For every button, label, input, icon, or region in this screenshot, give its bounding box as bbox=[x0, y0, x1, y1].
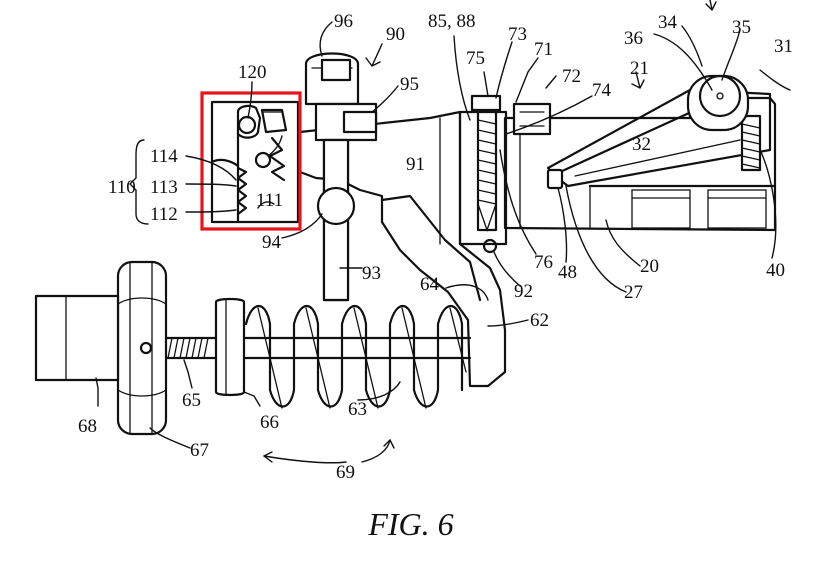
label-20: 20 bbox=[640, 256, 659, 277]
label-85-88: 85, 88 bbox=[428, 11, 476, 32]
label-27: 27 bbox=[624, 282, 643, 303]
label-111: 111 bbox=[256, 190, 283, 211]
label-65: 65 bbox=[182, 390, 201, 411]
label-31: 31 bbox=[774, 36, 793, 57]
figure-caption: FIG. 6 bbox=[367, 506, 453, 542]
label-40: 40 bbox=[766, 260, 785, 281]
center-block bbox=[458, 94, 552, 254]
label-69: 69 bbox=[336, 462, 355, 483]
label-35: 35 bbox=[732, 17, 751, 38]
label-63: 63 bbox=[348, 399, 367, 420]
washer-66 bbox=[214, 297, 246, 397]
spring-63 bbox=[244, 304, 467, 409]
label-62: 62 bbox=[530, 310, 549, 331]
label-32: 32 bbox=[632, 134, 651, 155]
label-67: 67 bbox=[190, 440, 209, 461]
label-36: 36 bbox=[624, 28, 643, 49]
spring-post bbox=[740, 114, 762, 172]
label-21: 21 bbox=[630, 58, 649, 79]
label-112: 112 bbox=[150, 204, 178, 225]
label-92: 92 bbox=[514, 281, 533, 302]
reference-labels: 96 90 95 85, 88 75 73 71 72 74 21 36 34 … bbox=[78, 11, 793, 483]
label-72: 72 bbox=[562, 66, 581, 87]
label-34: 34 bbox=[658, 12, 678, 33]
label-74: 74 bbox=[592, 80, 612, 101]
label-113: 113 bbox=[150, 177, 178, 198]
label-68: 68 bbox=[78, 416, 97, 437]
label-96: 96 bbox=[334, 11, 353, 32]
label-66: 66 bbox=[260, 412, 279, 433]
label-114: 114 bbox=[150, 146, 178, 167]
label-64: 64 bbox=[420, 274, 440, 295]
label-90: 90 bbox=[386, 24, 405, 45]
handle-68 bbox=[34, 294, 120, 382]
label-95: 95 bbox=[400, 74, 419, 95]
label-91: 91 bbox=[406, 154, 425, 175]
label-110: 110 bbox=[108, 177, 136, 198]
leader-lines bbox=[95, 0, 791, 464]
label-75: 75 bbox=[466, 48, 485, 69]
knob-67 bbox=[116, 260, 168, 436]
pin-93 bbox=[304, 52, 378, 302]
label-73: 73 bbox=[508, 24, 527, 45]
mechanism-110 bbox=[210, 100, 300, 224]
label-76: 76 bbox=[534, 252, 553, 273]
label-48: 48 bbox=[558, 262, 577, 283]
label-93: 93 bbox=[362, 263, 381, 284]
roller bbox=[686, 74, 750, 132]
label-94: 94 bbox=[262, 232, 282, 253]
label-71: 71 bbox=[534, 39, 553, 60]
label-120: 120 bbox=[238, 62, 267, 83]
